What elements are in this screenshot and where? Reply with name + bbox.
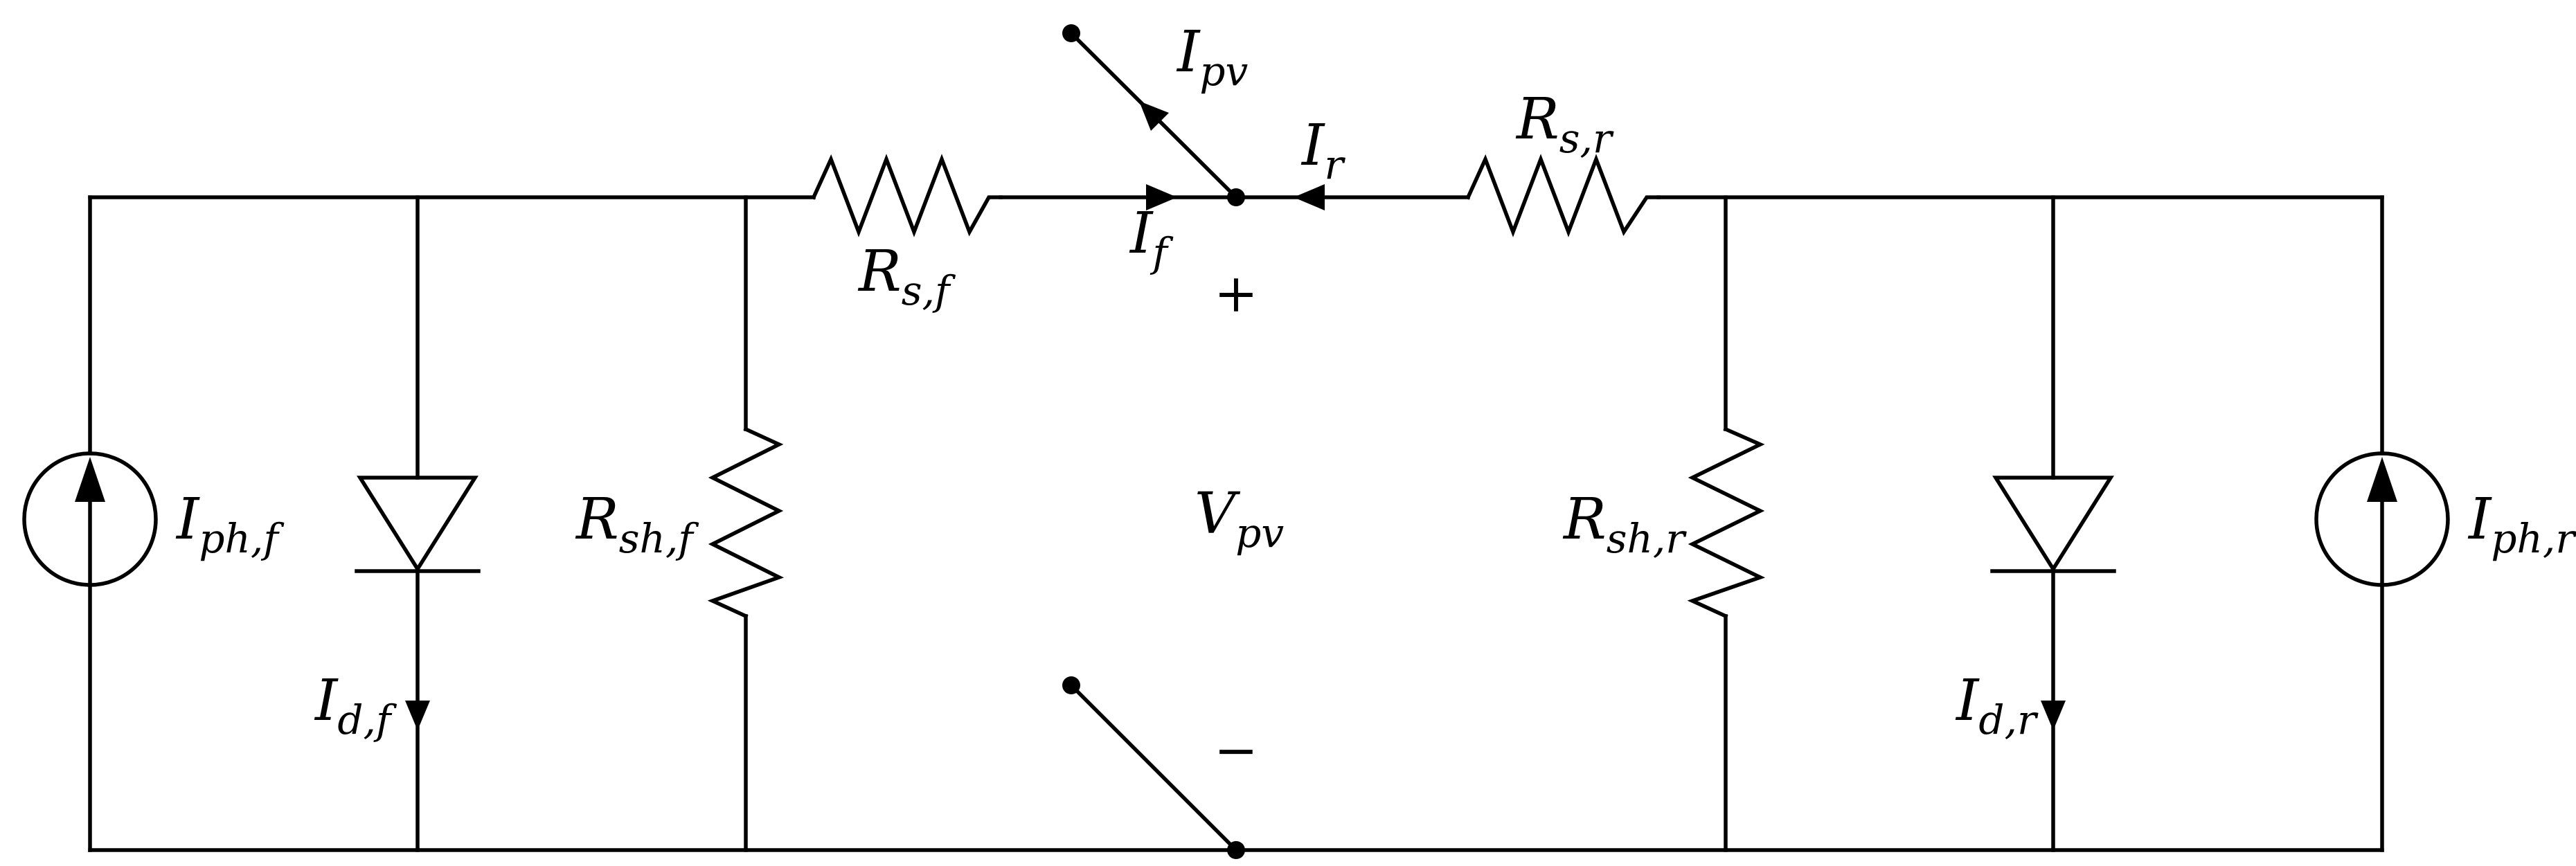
label-rsh-r: Rsh,r: [1562, 487, 1687, 562]
current-source-ph-f: [22, 451, 158, 587]
current-source-ph-r: [2314, 451, 2450, 587]
label-minus: −: [1214, 719, 1258, 781]
label-id-f: Id,f: [314, 668, 397, 743]
switch-top: [1062, 24, 1245, 206]
arrow-id-f: [405, 701, 430, 730]
label-if: If: [1129, 201, 1174, 276]
resistor-rs-f: [811, 154, 1003, 237]
resistor-rsh-f: [707, 426, 785, 619]
resistor-rs-r: [1465, 154, 1661, 237]
arrow-ir: [1294, 184, 1325, 210]
diode-d-r: [1990, 476, 2116, 573]
resistor-rsh-r: [1687, 426, 1766, 619]
arrow-id-r: [2041, 701, 2066, 730]
label-id-r: Id,r: [1955, 668, 2039, 743]
arrow-if: [1146, 184, 1177, 210]
label-vpv: Vpv: [1195, 481, 1284, 557]
switch-bottom: [1062, 676, 1245, 859]
label-ir: Ir: [1300, 113, 1345, 188]
label-rs-r: Rs,r: [1515, 87, 1614, 162]
label-rs-f: Rs,f: [857, 239, 956, 314]
label-iph-r: Iph,r: [2467, 487, 2576, 562]
label-ipv: Ipv: [1176, 19, 1249, 95]
label-rsh-f: Rsh,f: [575, 487, 699, 562]
label-plus: +: [1214, 262, 1258, 324]
label-iph-f: Iph,f: [175, 487, 285, 562]
arrow-ipv: [1139, 101, 1169, 131]
diode-d-f: [355, 476, 481, 573]
